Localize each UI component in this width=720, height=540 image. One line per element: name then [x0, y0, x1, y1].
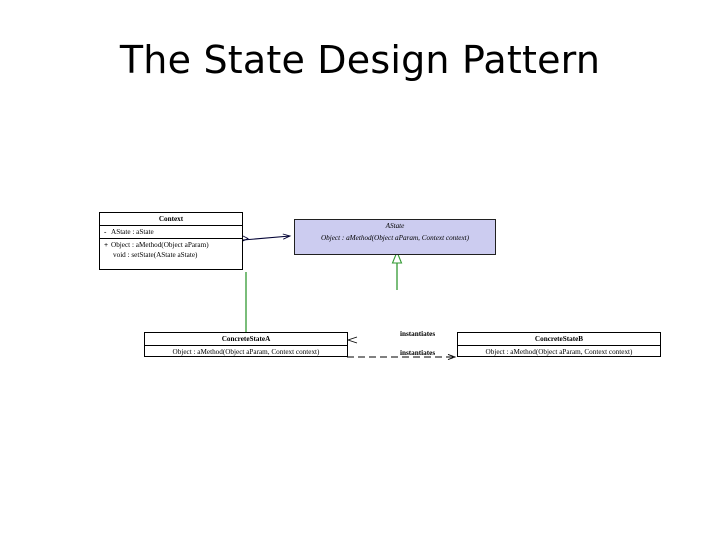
- visibility-marker: -: [104, 228, 107, 236]
- operation-text: Object : aMethod(Object aParam, Context …: [320, 234, 470, 242]
- class-box-concrete-state-b[interactable]: ConcreteStateB Object : aMethod(Object a…: [457, 332, 661, 357]
- class-box-astate[interactable]: AState Object : aMethod(Object aParam, C…: [294, 219, 496, 255]
- page-title: The State Design Pattern: [119, 38, 601, 82]
- operation-text: Object : aMethod(Object aParam): [111, 241, 209, 249]
- operations-concrete-state-a: Object : aMethod(Object aParam, Context …: [145, 346, 347, 358]
- class-name-concrete-state-a: ConcreteStateA: [145, 333, 347, 346]
- operation-row: +Object : aMethod(Object aParam): [104, 240, 238, 250]
- operation-text: Object : aMethod(Object aParam, Context …: [172, 348, 320, 356]
- class-name-context: Context: [100, 213, 242, 226]
- operations-concrete-state-b: Object : aMethod(Object aParam, Context …: [458, 346, 660, 358]
- class-name-astate: AState: [385, 222, 405, 230]
- operations-astate: Object : aMethod(Object aParam, Context …: [295, 232, 495, 244]
- class-box-concrete-state-a[interactable]: ConcreteStateA Object : aMethod(Object a…: [144, 332, 348, 357]
- attribute-text: AState : aState: [111, 228, 154, 236]
- attribute-row: -AState : aState: [104, 227, 238, 237]
- operation-row: void : setState(AState aState): [104, 250, 238, 260]
- visibility-marker: +: [104, 241, 109, 249]
- association-context-astate: [242, 233, 292, 242]
- operation-text: void : setState(AState aState): [113, 251, 198, 259]
- generalization-concrete-b: [391, 250, 403, 290]
- attributes-context: -AState : aState: [100, 226, 242, 239]
- operations-context: +Object : aMethod(Object aParam) void : …: [100, 239, 242, 261]
- edge-label-instantiates-upper: instantiates: [400, 330, 436, 338]
- class-box-context[interactable]: Context -AState : aState +Object : aMeth…: [99, 212, 243, 270]
- operation-text: Object : aMethod(Object aParam, Context …: [485, 348, 633, 356]
- edge-label-instantiates-lower: instantiates: [400, 349, 436, 357]
- class-name-concrete-state-b: ConcreteStateB: [458, 333, 660, 346]
